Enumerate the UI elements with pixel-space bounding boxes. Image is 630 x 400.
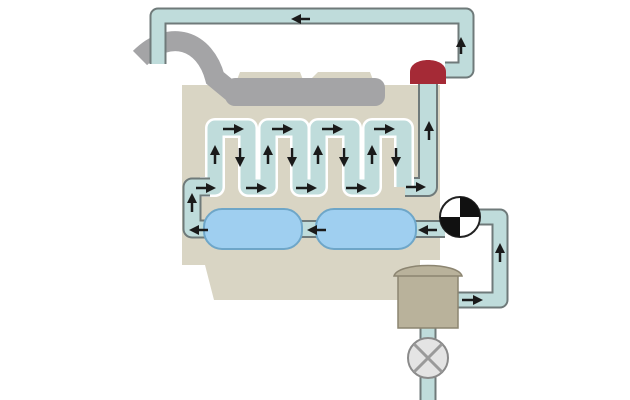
return-line-fill (151, 9, 473, 77)
thermostat (439, 196, 481, 238)
filter-housing (393, 264, 463, 329)
pressure-cap-icon (410, 60, 446, 84)
valve-cross (412, 342, 444, 374)
filter-top (393, 264, 463, 277)
thermostat-quadrant-a (460, 197, 480, 217)
thermostat-quadrant-b (440, 217, 460, 237)
coolant-return-line (149, 7, 475, 79)
pressure-cap (410, 60, 446, 84)
flow-arrows (187, 14, 505, 305)
exhaust-manifold-body (225, 78, 385, 106)
water-jacket-right (315, 208, 417, 250)
water-jacket-left (203, 208, 303, 250)
valve (407, 337, 449, 379)
filter-body (397, 274, 459, 329)
